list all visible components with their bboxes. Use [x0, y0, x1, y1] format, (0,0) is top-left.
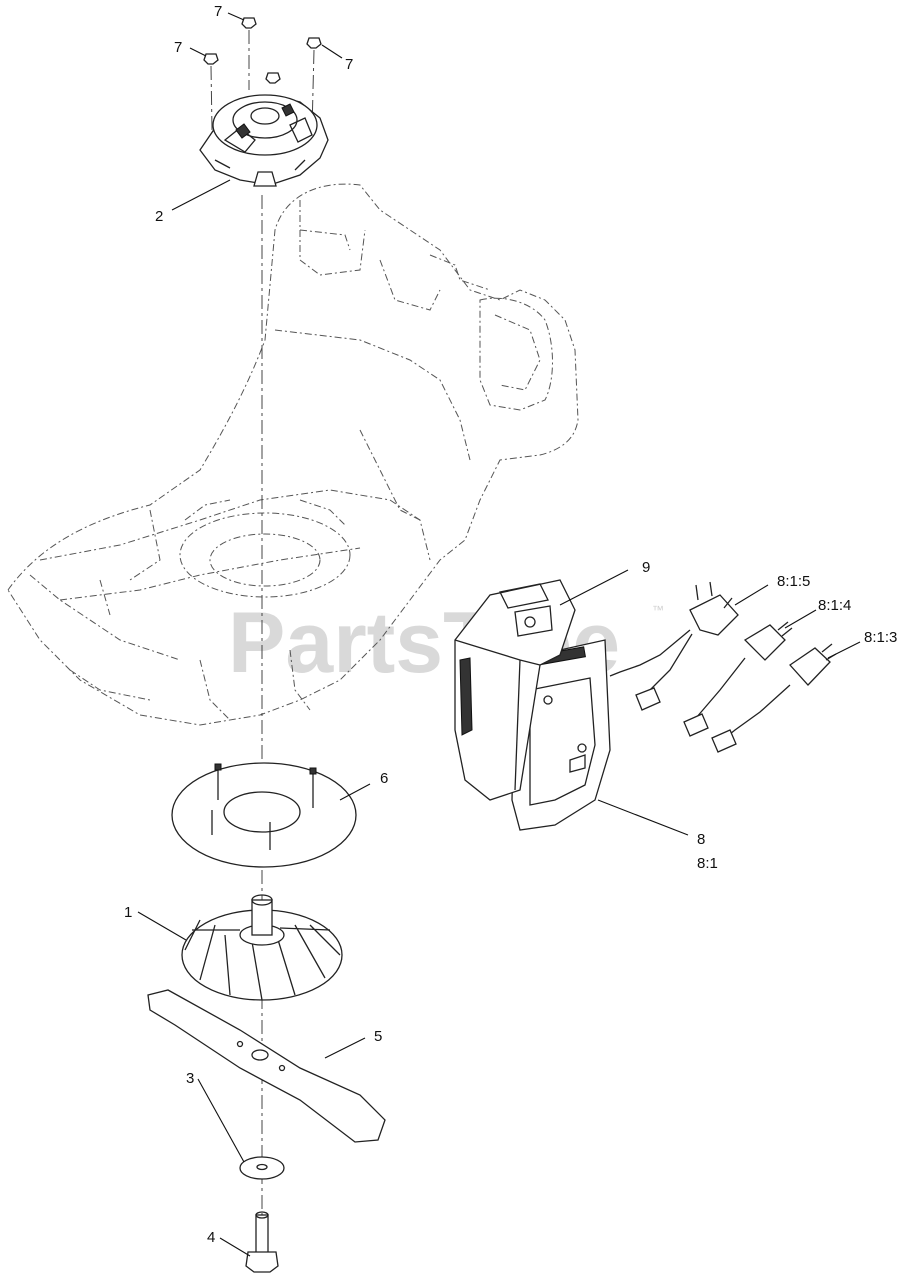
nut-icon	[203, 17, 322, 131]
baffle-plate-icon	[171, 762, 357, 868]
callout-4: 4	[207, 1229, 215, 1246]
power-cord-au-icon	[711, 643, 837, 753]
watermark-trademark: ™	[652, 603, 664, 617]
callout-7-left: 7	[174, 39, 182, 56]
fan-icon	[181, 894, 343, 1001]
leader-lines	[137, 12, 861, 1257]
blade-icon	[147, 989, 386, 1143]
callout-2: 2	[155, 208, 163, 225]
callout-6: 6	[380, 770, 388, 787]
power-cord-eu-icon	[683, 621, 793, 737]
callout-1: 1	[124, 904, 132, 921]
callout-3: 3	[186, 1070, 194, 1087]
callout-8-1-5: 8:1:5	[777, 573, 810, 590]
callout-8-1-3: 8:1:3	[864, 629, 897, 646]
callout-7-top: 7	[214, 3, 222, 20]
callout-8: 8	[697, 831, 705, 848]
callout-8-1-4: 8:1:4	[818, 597, 851, 614]
callout-5: 5	[374, 1028, 382, 1045]
callout-9: 9	[642, 559, 650, 576]
motor-icon	[199, 94, 329, 187]
washer-icon	[239, 1156, 285, 1180]
mower-deck-outline	[7, 183, 579, 726]
power-cord-uk-icon	[609, 581, 739, 711]
callout-8-1: 8:1	[697, 855, 718, 872]
callout-7-right: 7	[345, 56, 353, 73]
battery-charger-icon	[454, 579, 611, 831]
bolt-icon	[245, 1211, 279, 1273]
